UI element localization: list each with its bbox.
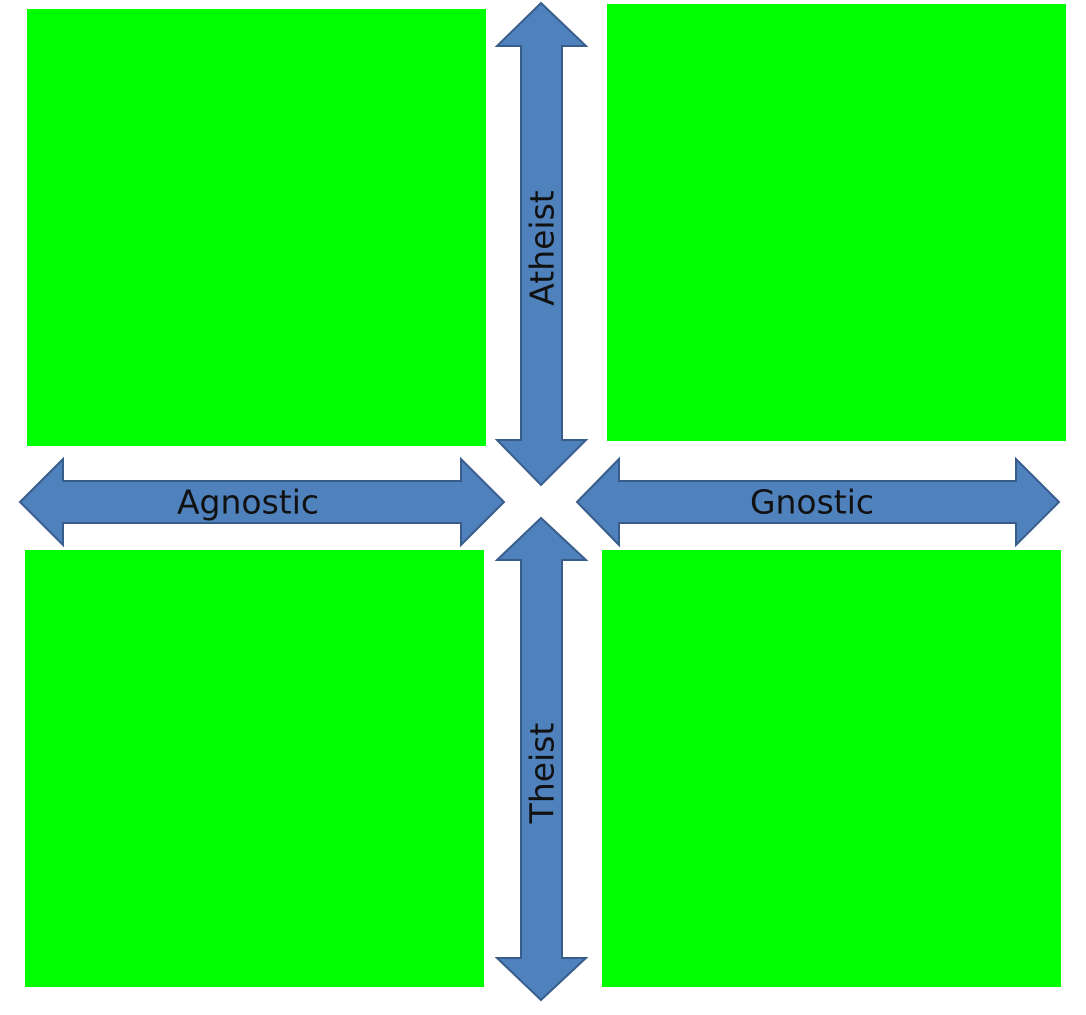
quadrant-bottom-right	[602, 550, 1061, 987]
quadrant-top-left	[27, 9, 486, 446]
arrow-top-atheist: Atheist	[494, 1, 589, 487]
arrow-bottom-label: Theist	[523, 723, 562, 825]
quadrant-bottom-left	[25, 550, 484, 987]
arrow-bottom-theist: Theist	[494, 516, 589, 1002]
arrow-top-shape	[494, 1, 589, 487]
arrow-right-label: Gnostic	[750, 483, 874, 522]
arrow-left-agnostic: Agnostic	[18, 456, 506, 548]
arrow-left-label: Agnostic	[177, 483, 319, 522]
arrow-bottom-shape	[494, 516, 589, 1002]
arrow-right-shape	[575, 456, 1061, 548]
arrow-left-shape	[18, 456, 506, 548]
quadrant-top-right	[607, 4, 1066, 441]
arrow-top-label: Atheist	[523, 190, 562, 306]
arrow-right-gnostic: Gnostic	[575, 456, 1061, 548]
